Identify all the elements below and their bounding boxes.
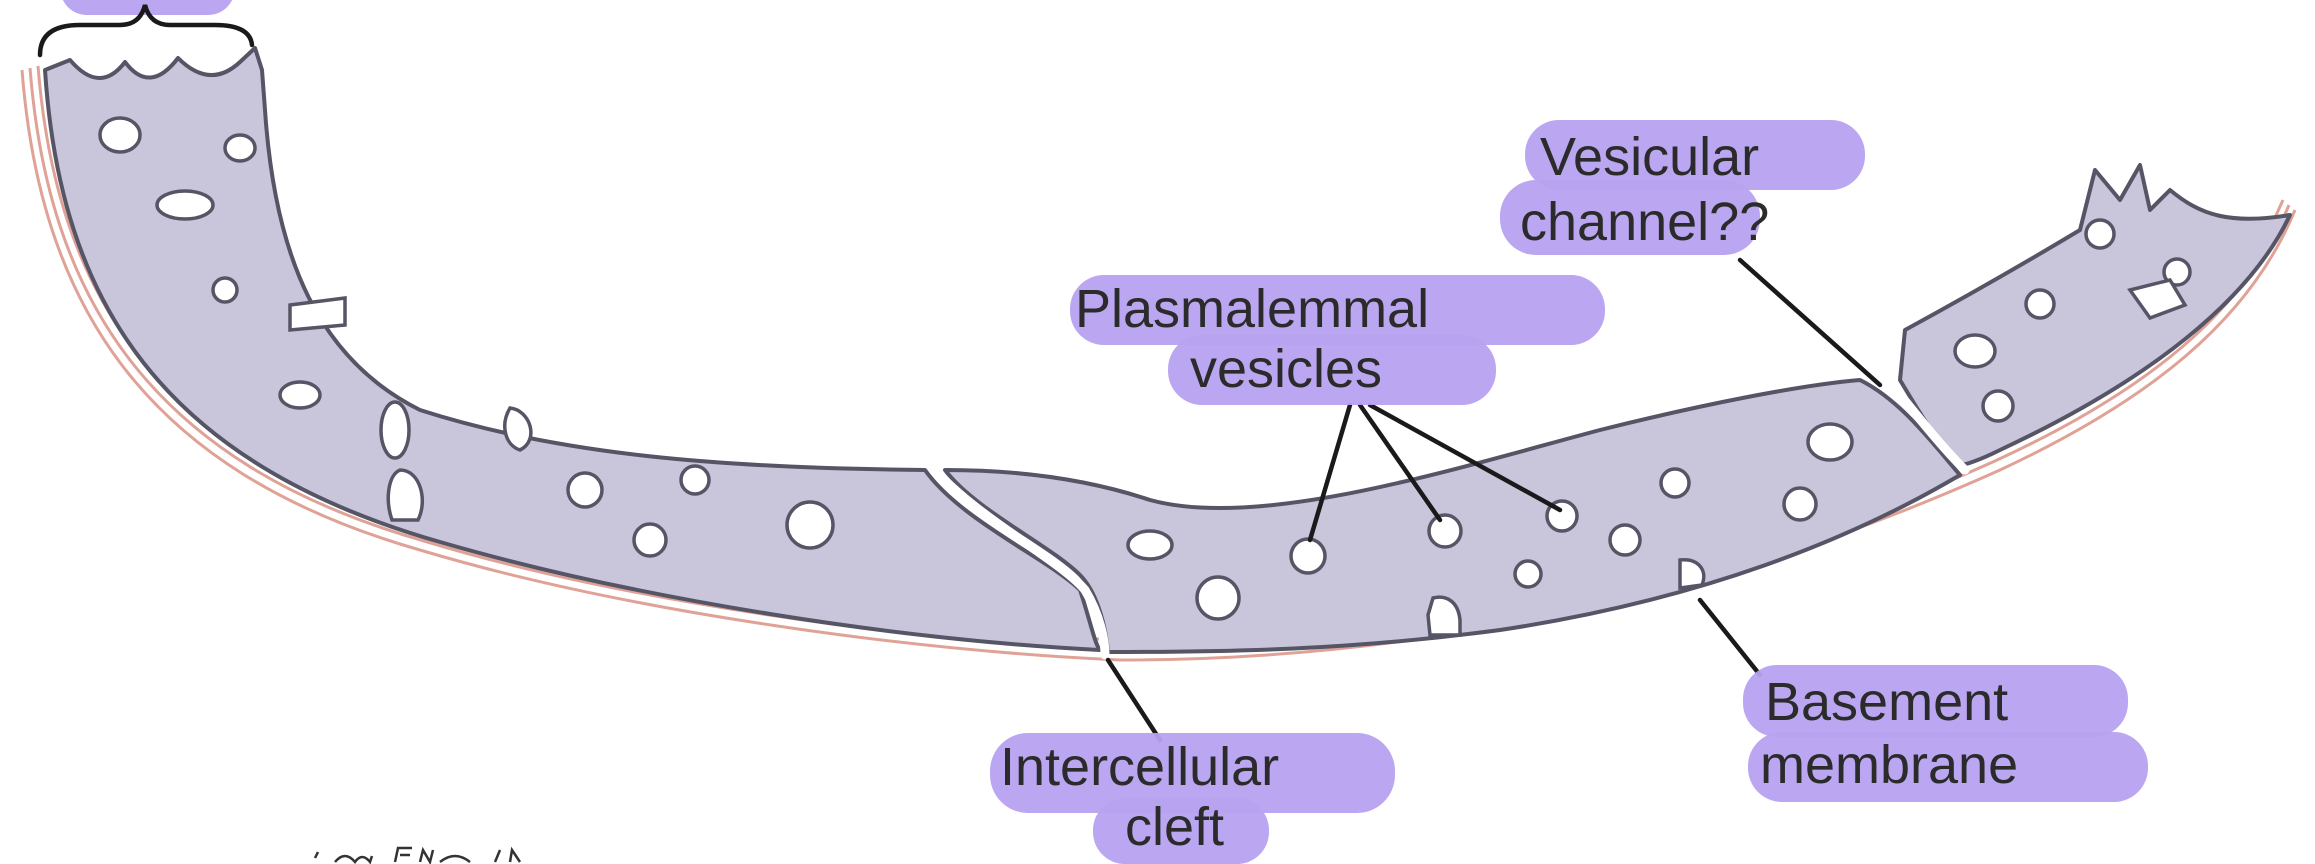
label-vesicular-channel-line2: channel?? xyxy=(1520,192,1769,252)
label-plasmalemmal-line1: Plasmalemmal xyxy=(1075,279,1429,339)
handwritten-scribble xyxy=(315,848,520,862)
label-basement-line1: Basement xyxy=(1765,672,2008,732)
leader-intercellular-cleft xyxy=(1108,660,1160,740)
leader-basement-membrane xyxy=(1700,600,1760,675)
label-plasmalemmal-line2: vesicles xyxy=(1190,339,1382,399)
left-endothelial-cell xyxy=(45,48,1100,650)
label-intercellular-line2: cleft xyxy=(1125,797,1224,857)
top-left-brace xyxy=(40,5,252,55)
label-intercellular-line1: Intercellular xyxy=(1000,737,1279,797)
leader-vesicular-channel xyxy=(1740,260,1880,385)
label-vesicular-channel-line1: Vesicular xyxy=(1540,127,1759,187)
label-basement-line2: membrane xyxy=(1760,735,2018,795)
